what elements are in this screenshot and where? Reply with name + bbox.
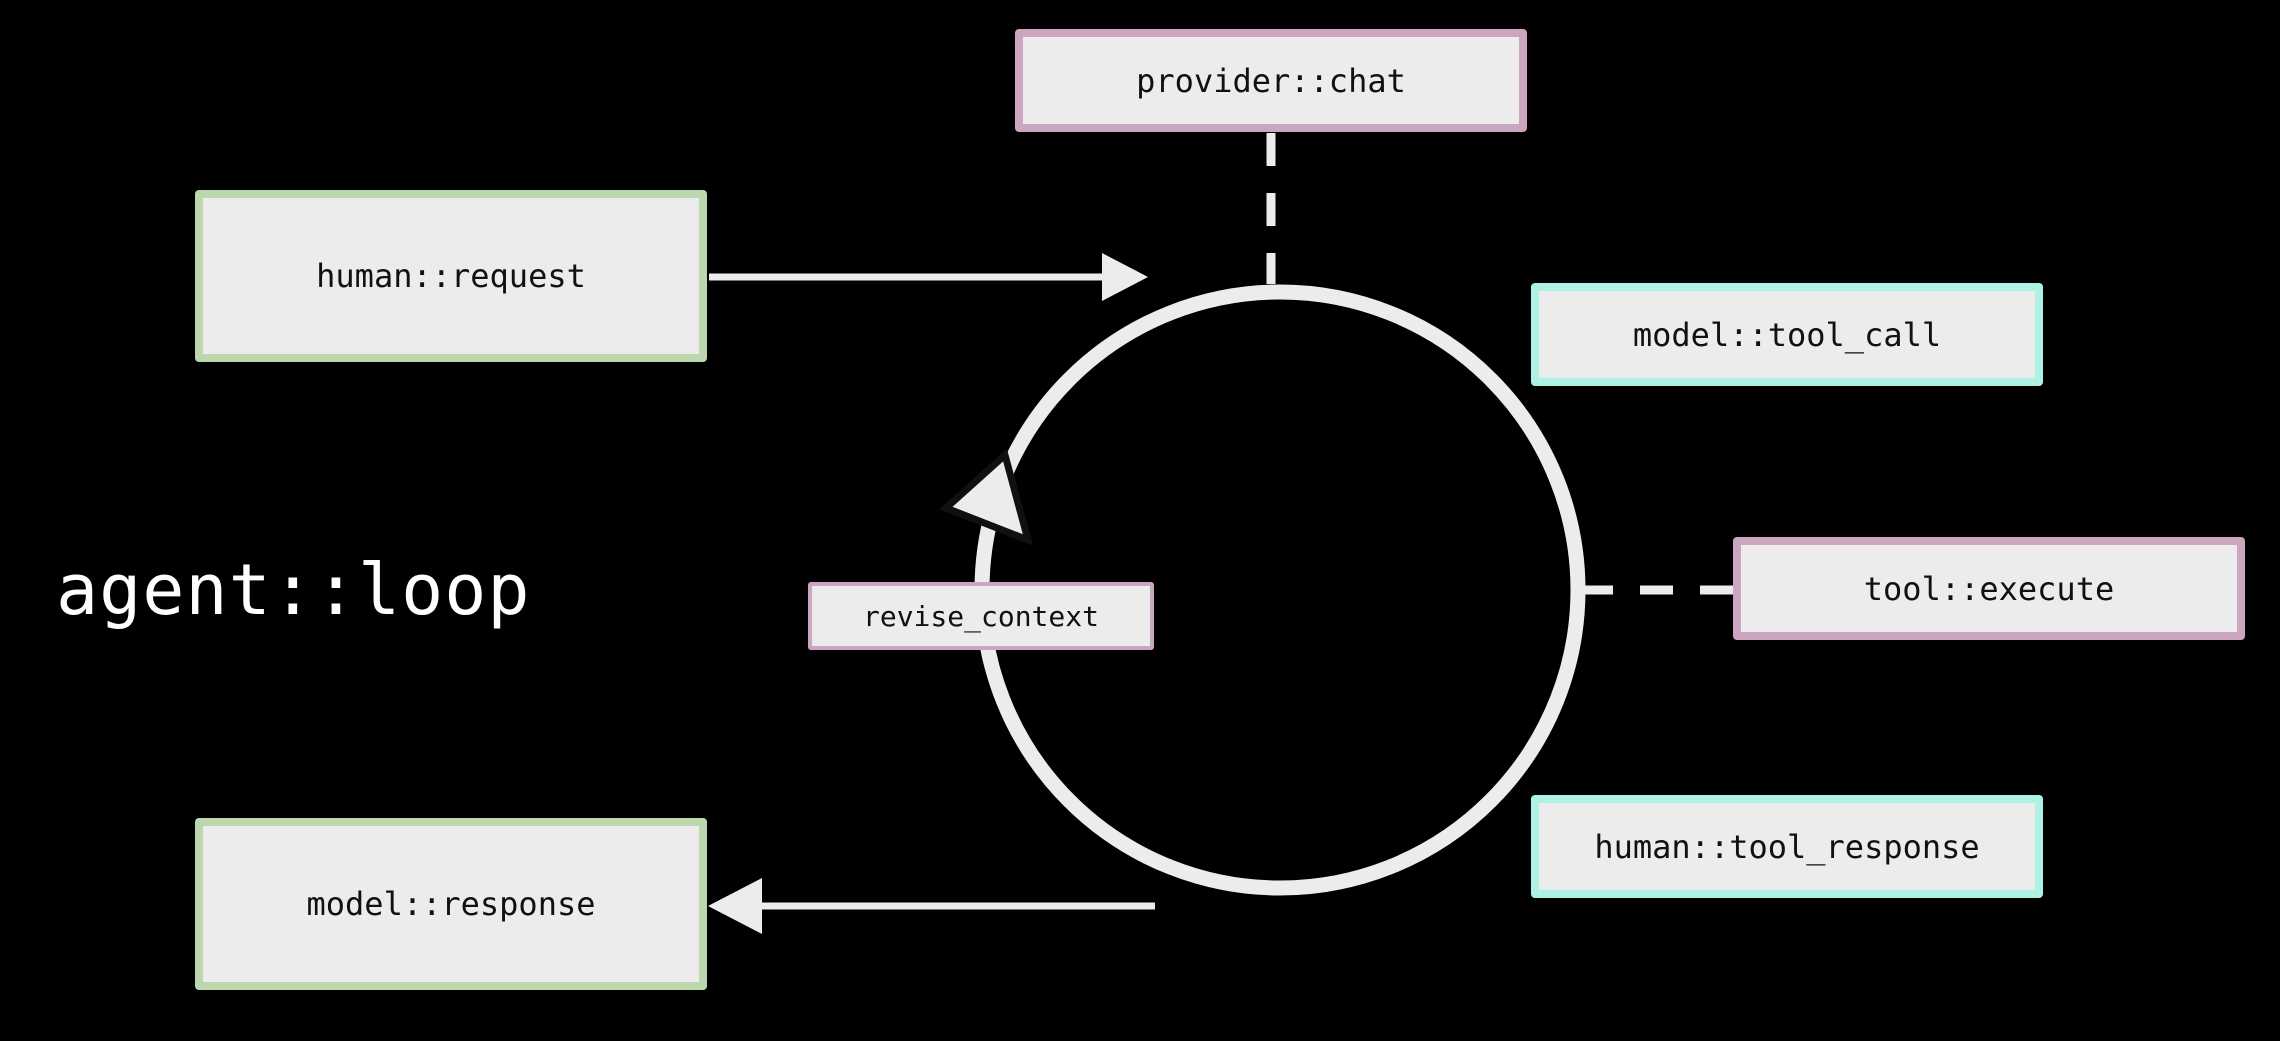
loop-arrowhead-icon [939,448,1034,546]
node-model-response[interactable]: model::response [195,818,707,990]
node-provider-chat[interactable]: provider::chat [1015,29,1527,132]
node-model-tool-call[interactable]: model::tool_call [1531,283,2043,386]
page-title: agent::loop [56,549,531,631]
edge-model-response-arrowhead-icon [708,878,762,934]
node-tool-execute[interactable]: tool::execute [1733,537,2245,640]
edge-human-request-arrowhead-icon [1102,253,1148,301]
node-human-tool-response[interactable]: human::tool_response [1531,795,2043,898]
node-revise-context[interactable]: revise_context [808,582,1154,650]
node-human-request[interactable]: human::request [195,190,707,362]
